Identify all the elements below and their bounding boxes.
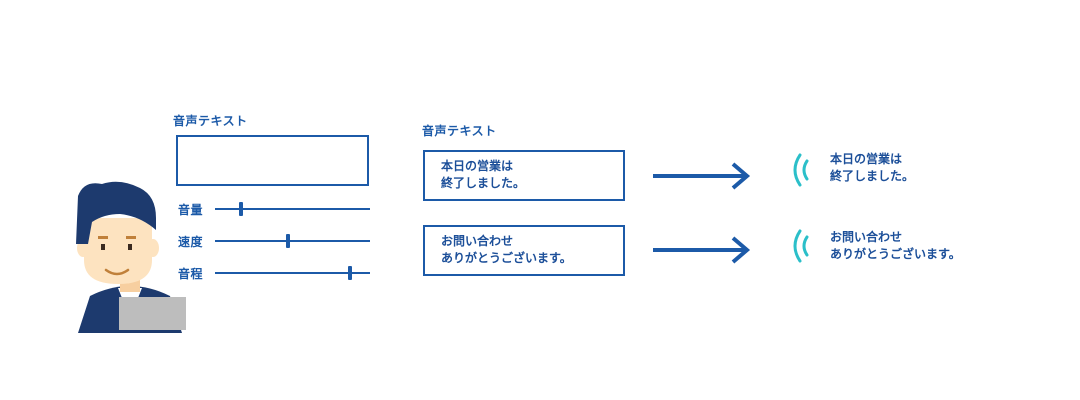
sound-wave-icon — [793, 229, 809, 263]
arrow-right-icon — [653, 162, 751, 190]
slider-label-pitch: 音程 — [178, 267, 204, 281]
spoken-output-1: 本日の営業は 終了しました。 — [830, 152, 915, 183]
volume-slider-track[interactable] — [215, 208, 370, 210]
spoken-output-2: お問い合わせ ありがとうございます。 — [830, 230, 961, 261]
slider-label-volume: 音量 — [178, 203, 204, 217]
text-box-1: 本日の営業は 終了しました。 — [423, 150, 625, 201]
slider-row-pitch: 音程 — [178, 264, 373, 282]
middle-panel-title: 音声テキスト — [422, 124, 497, 138]
slider-row-volume: 音量 — [178, 200, 373, 218]
slider-row-speed: 速度 — [178, 232, 373, 250]
speed-slider-thumb[interactable] — [285, 234, 290, 248]
voice-text-input[interactable] — [176, 135, 369, 186]
volume-slider-thumb[interactable] — [239, 202, 244, 216]
arrow-right-icon — [653, 236, 751, 264]
face — [84, 218, 152, 284]
laptop — [119, 297, 186, 330]
text-box-1-content: 本日の営業は 終了しました。 — [441, 159, 526, 190]
sound-wave-icon — [793, 153, 809, 187]
hair — [76, 181, 156, 244]
speed-slider-track[interactable] — [215, 240, 370, 242]
pitch-slider-track[interactable] — [215, 272, 370, 274]
text-box-2-content: お問い合わせ ありがとうございます。 — [441, 234, 572, 265]
pitch-slider-thumb[interactable] — [347, 266, 352, 280]
text-box-2: お問い合わせ ありがとうございます。 — [423, 225, 625, 276]
left-panel-title: 音声テキスト — [173, 114, 248, 128]
slider-label-speed: 速度 — [178, 235, 204, 249]
